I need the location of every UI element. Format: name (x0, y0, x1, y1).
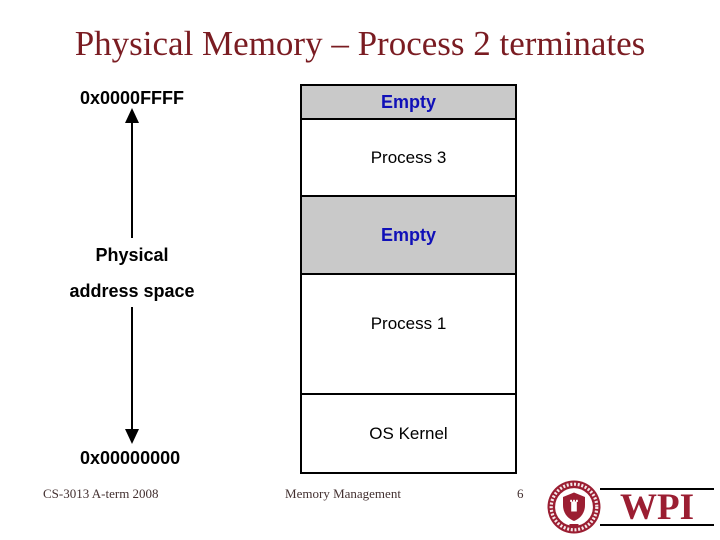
arrow-up-icon (125, 108, 139, 123)
memory-segment-empty-top: Empty (302, 86, 515, 120)
segment-label: Empty (380, 91, 436, 112)
memory-segment-os-kernel: OS Kernel (302, 395, 515, 472)
memory-segment-empty-middle: Empty (302, 197, 515, 275)
axis-arrow-upper-segment (131, 121, 133, 238)
page-number: 6 (517, 486, 524, 501)
memory-segment-process-1: Process 1 (302, 275, 515, 395)
wpi-wordmark: WPI (600, 488, 714, 526)
address-bottom-label: 0x00000000 (80, 448, 181, 468)
segment-label: OS Kernel (369, 423, 448, 443)
axis-caption-line2: address space (69, 281, 195, 301)
segment-label: Empty (380, 224, 436, 245)
slide-title: Physical Memory – Process 2 terminates (74, 24, 646, 63)
wpi-wordmark-text: WPI (620, 486, 694, 528)
wpi-logo: WPI (547, 480, 714, 536)
axis-caption: Physical address space (52, 245, 212, 302)
arrow-down-icon (125, 429, 139, 444)
axis-arrow-lower-segment (131, 307, 133, 430)
address-top-label: 0x0000FFFF (80, 88, 185, 108)
segment-label: Process 1 (370, 314, 447, 333)
wpi-seal-icon (547, 480, 601, 534)
memory-segment-process-3: Process 3 (302, 120, 515, 197)
segment-label: Process 3 (370, 147, 447, 167)
memory-map: Empty Process 3 Empty Process 1 OS Kerne… (300, 84, 517, 474)
axis-caption-line1: Physical (95, 245, 169, 265)
footer-course: CS-3013 A-term 2008 (43, 486, 159, 501)
footer-title: Memory Management (285, 486, 401, 501)
